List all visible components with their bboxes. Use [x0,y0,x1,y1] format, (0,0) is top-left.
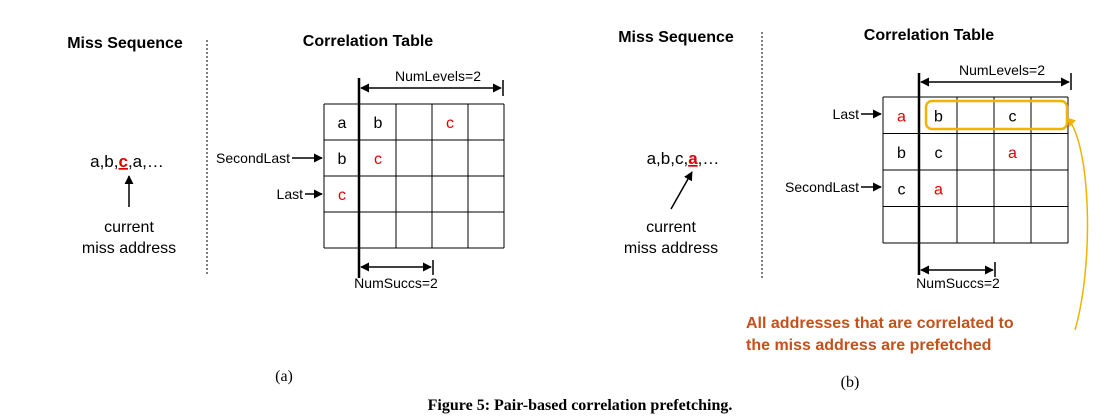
secondlast-pointer-label: SecondLast [216,150,290,166]
table-cell-value: c [1009,108,1017,125]
current-label-line1: current [646,219,696,236]
highlight-box [924,99,1069,131]
table-cell-value: c [338,187,346,204]
figure-caption: Figure 5: Pair-based correlation prefetc… [428,397,733,414]
correlation-table-title: Correlation Table [303,33,433,50]
table-cell-value: b [374,115,383,132]
current-label-line1: current [104,219,154,236]
table-cell-value: b [934,108,943,125]
table-cell-value: c [898,181,906,198]
secondlast-pointer-label: SecondLast [785,179,859,195]
table-cell-value: c [374,151,382,168]
table-cell-value: a [934,181,943,198]
table-cell-value: a [1008,145,1017,162]
panel-a: Miss Sequence Correlation Table a,b,c,a,… [67,33,505,385]
last-pointer-label: Last [833,106,860,122]
sequence-after: ,… [698,149,720,168]
table-cell-value: b [338,151,347,168]
highlight-connector [1066,117,1089,331]
table-cell-value: a [897,108,906,125]
sequence-after: ,a,… [128,152,164,171]
miss-sequence: a,b,c,a,… [647,149,720,168]
sequence-current: c [118,152,127,171]
annotation-line1: All addresses that are correlated to [746,315,1014,332]
numsuccs-label: NumSuccs=2 [354,275,438,291]
table-cell-value: b [897,145,906,162]
numlevels-label: NumLevels=2 [395,68,481,84]
last-pointer-label: Last [277,186,304,202]
correlation-table-title: Correlation Table [864,27,994,44]
miss-sequence-title: Miss Sequence [67,35,183,52]
current-label-line2: miss address [82,240,176,257]
sequence-before: a,b,c, [647,149,689,168]
table-cell-value: c [446,115,454,132]
sequence-before: a,b, [90,152,118,171]
caption-b: (b) [841,374,860,391]
current-arrow [670,171,693,210]
miss-sequence: a,b,c,a,… [90,152,164,171]
numsuccs-label: NumSuccs=2 [916,275,1000,291]
correlation-table-grid: a b c b c c [323,78,505,278]
annotation-line2: the miss address are prefetched [746,337,991,354]
panel-b: Miss Sequence Correlation Table a,b,c,a,… [618,27,1089,391]
caption-a: (a) [275,368,293,385]
numlevels-label: NumLevels=2 [959,62,1045,78]
table-cell-value: c [935,145,943,162]
correlation-table-grid: a b c b c a c a [882,73,1069,275]
current-label-line2: miss address [624,240,718,257]
sequence-current: a [688,149,698,168]
table-cell-value: a [338,115,347,132]
miss-sequence-title: Miss Sequence [618,29,734,46]
